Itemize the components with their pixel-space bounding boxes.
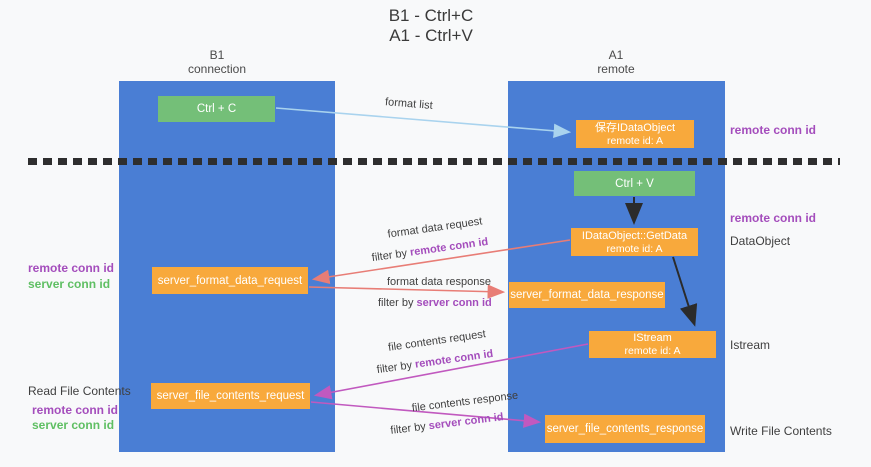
label-dataobject: DataObject	[730, 234, 791, 248]
node-save-idataobject-line2: remote id: A	[606, 134, 664, 147]
right-column-role: remote	[597, 62, 635, 76]
label-left2-remote-conn-id: remote conn id	[32, 403, 119, 417]
node-server-format-data-request: server_format_data_request	[152, 267, 308, 294]
filter-key-server-2: server conn id	[428, 411, 505, 433]
node-getdata-line1: IDataObject::GetData	[581, 229, 688, 242]
edge-label-format-data-response: format data response	[387, 276, 491, 288]
diagram-title: B1 - Ctrl+C A1 - Ctrl+V	[300, 6, 562, 46]
filter-key-remote-2: remote conn id	[414, 347, 494, 371]
label-left1-server-conn-id: server conn id	[28, 277, 111, 291]
title-line-1: B1 - Ctrl+C	[388, 6, 474, 25]
label-remote-conn-id-mid: remote conn id	[730, 211, 817, 225]
node-istream-line2: remote id: A	[624, 345, 681, 357]
edge-label-format-list: format list	[384, 96, 434, 112]
node-server-file-contents-request: server_file_contents_request	[151, 383, 310, 409]
filter-key-remote-1: remote conn id	[409, 235, 489, 259]
left-column-name: B1	[209, 48, 225, 62]
edge-label-filter-server-1: filter by server conn id	[378, 297, 492, 309]
node-server-file-contents-response: server_file_contents_response	[545, 415, 705, 443]
node-server-format-data-response: server_format_data_response	[509, 282, 665, 308]
node-istream-line1: IStream	[633, 332, 672, 344]
node-idataobject-getdata: IDataObject::GetData remote id: A	[571, 228, 698, 256]
label-left2-server-conn-id: server conn id	[32, 418, 115, 432]
copy-paste-divider	[28, 158, 840, 165]
label-istream: Istream	[730, 338, 771, 352]
left-column-header: B1 connection	[157, 48, 277, 76]
node-save-idataobject: 保存IDataObject remote id: A	[576, 120, 694, 148]
label-left1-remote-conn-id: remote conn id	[28, 261, 115, 275]
label-remote-conn-id-top: remote conn id	[730, 123, 817, 137]
node-getdata-line2: remote id: A	[606, 242, 663, 255]
label-read-file-contents: Read File Contents	[28, 384, 131, 398]
right-column-header: A1 remote	[556, 48, 676, 76]
left-column-role: connection	[187, 62, 247, 76]
filter-key-server-1: server conn id	[416, 297, 492, 309]
right-column-name: A1	[608, 48, 624, 62]
node-istream: IStream remote id: A	[589, 331, 716, 358]
node-ctrl-c: Ctrl + C	[158, 96, 275, 122]
label-write-file-contents: Write File Contents	[730, 424, 832, 438]
title-line-2: A1 - Ctrl+V	[389, 26, 473, 45]
node-ctrl-v: Ctrl + V	[574, 171, 695, 196]
node-save-idataobject-line1: 保存IDataObject	[594, 121, 676, 134]
